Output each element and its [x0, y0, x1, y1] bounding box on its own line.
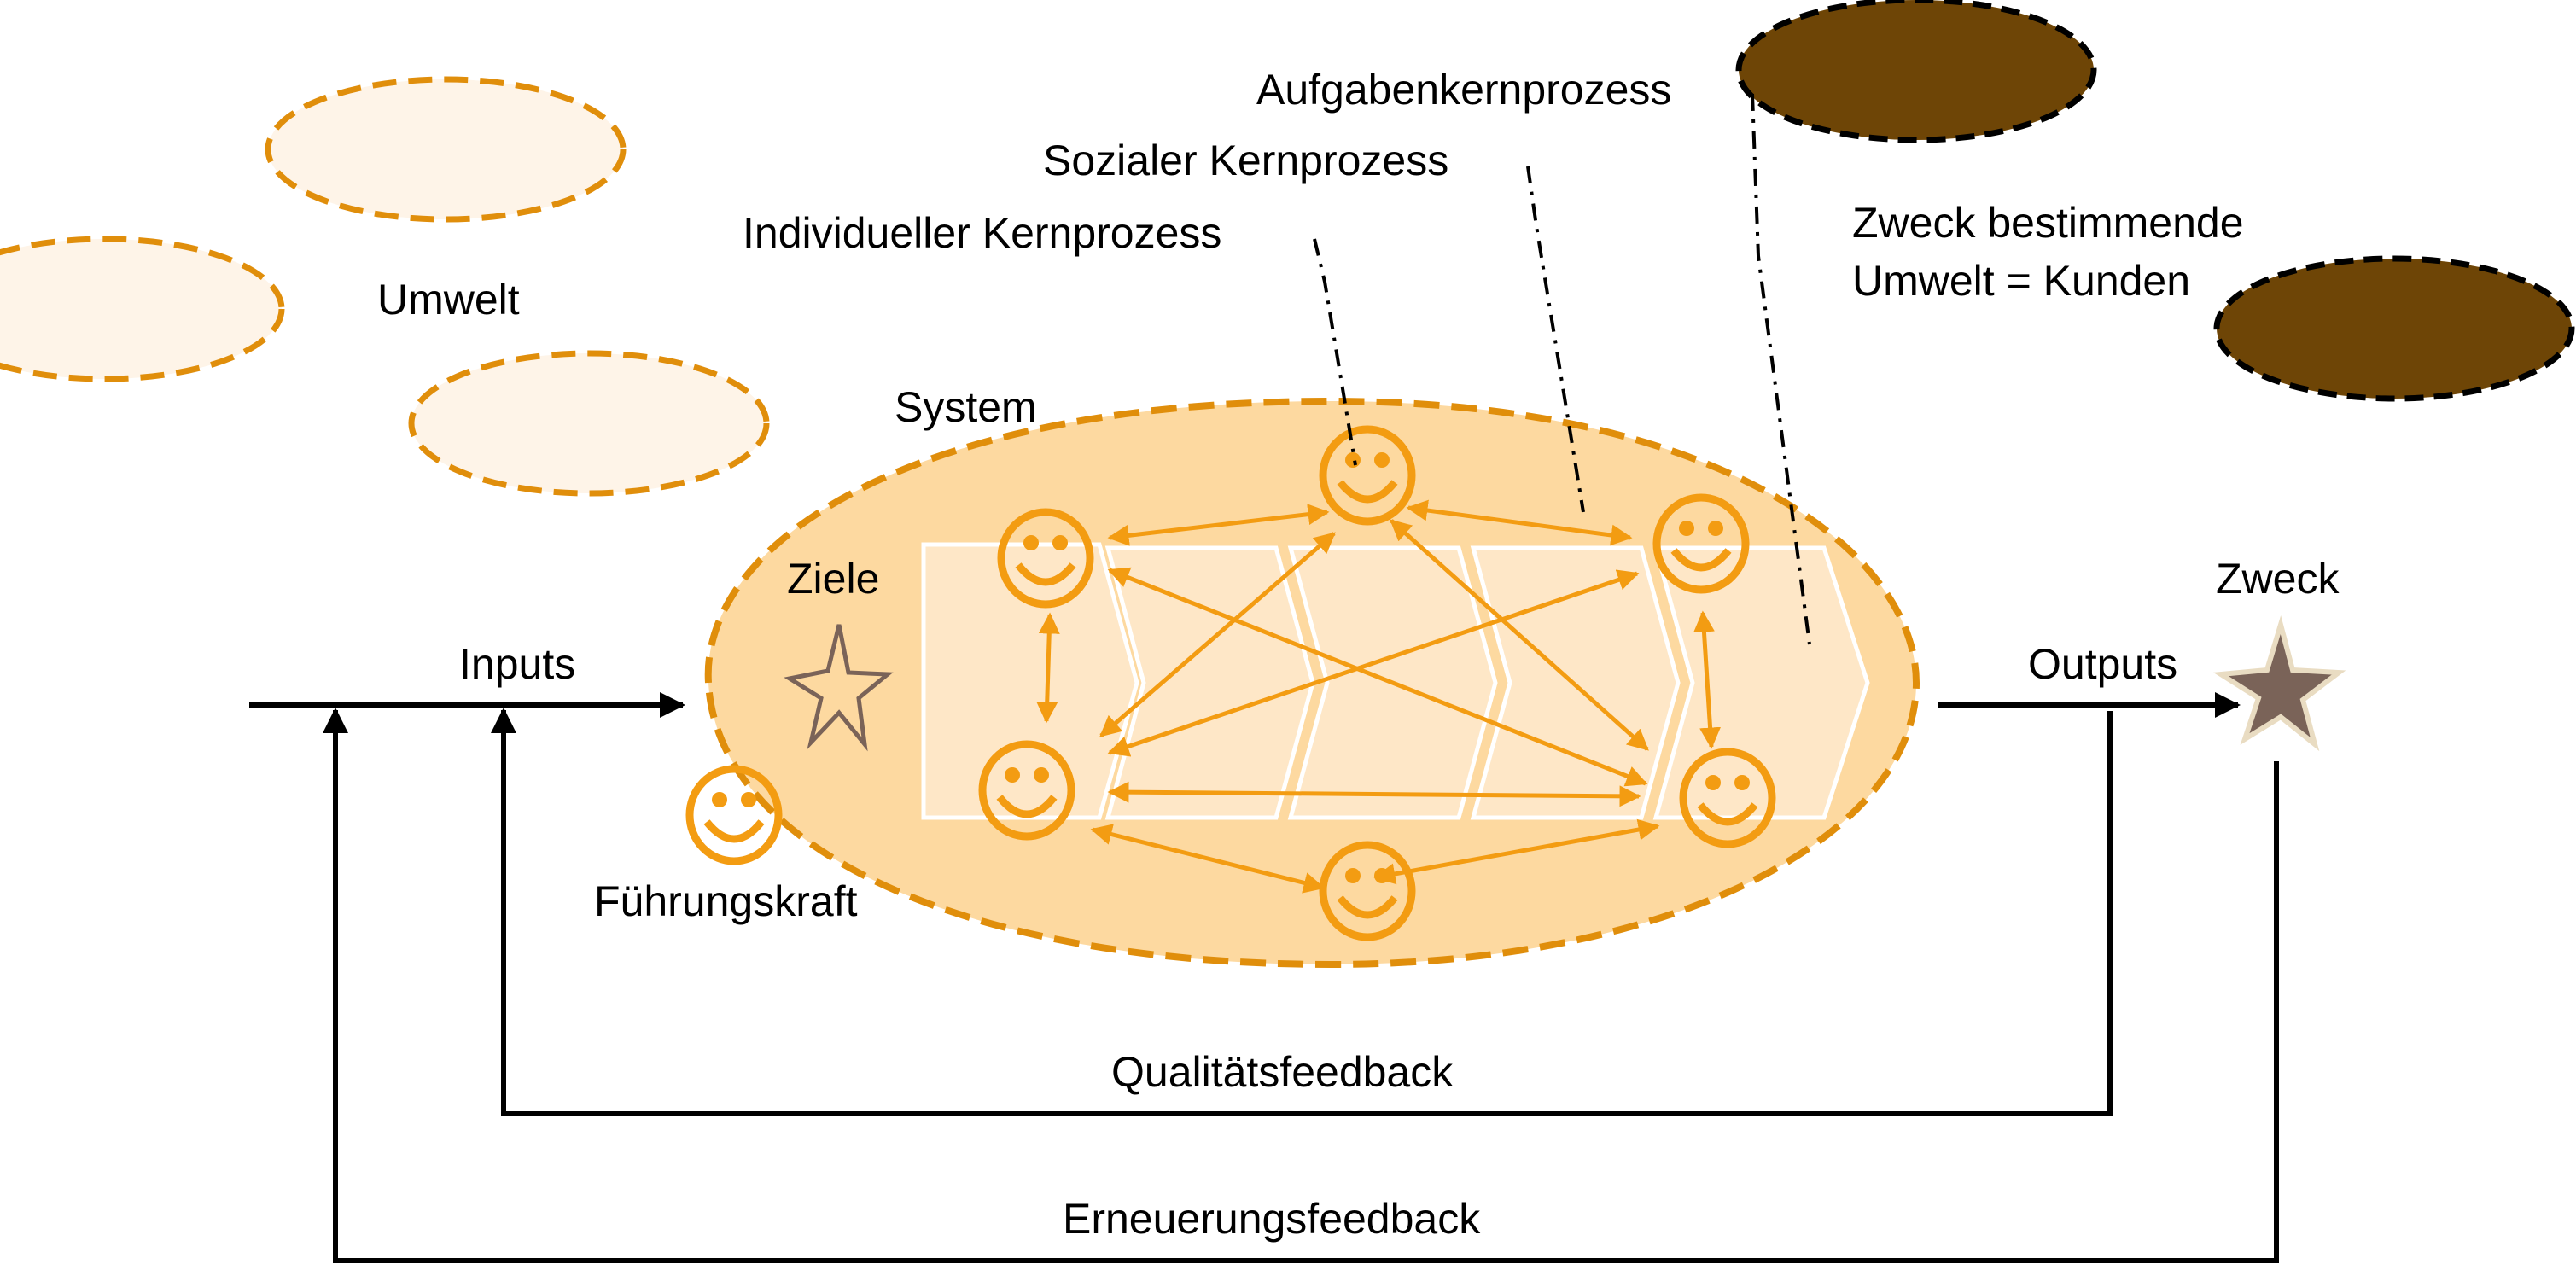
star-outline-icon — [784, 624, 894, 752]
kunden-ellipse — [1735, 0, 2097, 143]
outputs-label: Outputs — [2028, 640, 2177, 688]
inputs-label: Inputs — [459, 640, 575, 688]
erneuerungsfeedback-loop — [323, 708, 2279, 1263]
process-step — [921, 542, 1139, 820]
fuehrungskraft-label: Führungskraft — [594, 877, 858, 925]
interaction-arrows — [1036, 499, 1722, 894]
leader-aufgaben — [1751, 93, 1811, 645]
individueller-kernprozess-label: Individueller Kernprozess — [743, 209, 1221, 257]
leader-lines — [1313, 93, 1811, 645]
arrow-lowerleft-lowerright — [1107, 781, 1641, 807]
kunden-label-line2: Umwelt = Kunden — [1852, 257, 2190, 305]
qualitaetsfeedback-loop — [491, 708, 2113, 1116]
kunden-group: Zweck bestimmende Umwelt = Kunden — [1735, 0, 2575, 402]
umwelt-ellipse — [408, 350, 770, 497]
star-filled-icon — [2212, 615, 2346, 752]
inputs-arrow: Inputs — [249, 640, 685, 718]
umwelt-group: Umwelt — [0, 76, 770, 497]
umwelt-ellipse — [0, 236, 285, 382]
kunden-label-line1: Zweck bestimmende — [1852, 199, 2244, 247]
erneuerungsfeedback-label: Erneuerungsfeedback — [1063, 1195, 1481, 1243]
leader-sozial — [1526, 166, 1585, 513]
leader-individuell — [1313, 238, 1357, 466]
system-label: System — [895, 383, 1037, 431]
ziele-label: Ziele — [787, 555, 879, 603]
sozialer-kernprozess-label: Sozialer Kernprozess — [1043, 137, 1448, 184]
umwelt-label: Umwelt — [377, 276, 520, 323]
aufgabenkernprozess-label: Aufgabenkernprozess — [1256, 66, 1671, 114]
arrow-bottom-lowerright — [1373, 818, 1660, 885]
zweck-label: Zweck — [2216, 555, 2340, 603]
qualitaetsfeedback-label: Qualitätsfeedback — [1111, 1048, 1454, 1096]
umwelt-ellipse — [265, 76, 627, 223]
outputs-arrow: Outputs — [1938, 640, 2241, 718]
arrow-upperright-lowerleft — [1107, 569, 1640, 757]
arrow-upperleft-lowerleft — [1036, 612, 1060, 724]
arrow-lowerleft-bottom — [1090, 824, 1326, 894]
arrow-upperright-lowerright — [1693, 610, 1722, 749]
fuehrungskraft-smiley-icon — [690, 769, 778, 861]
kunden-ellipse — [2213, 255, 2575, 402]
